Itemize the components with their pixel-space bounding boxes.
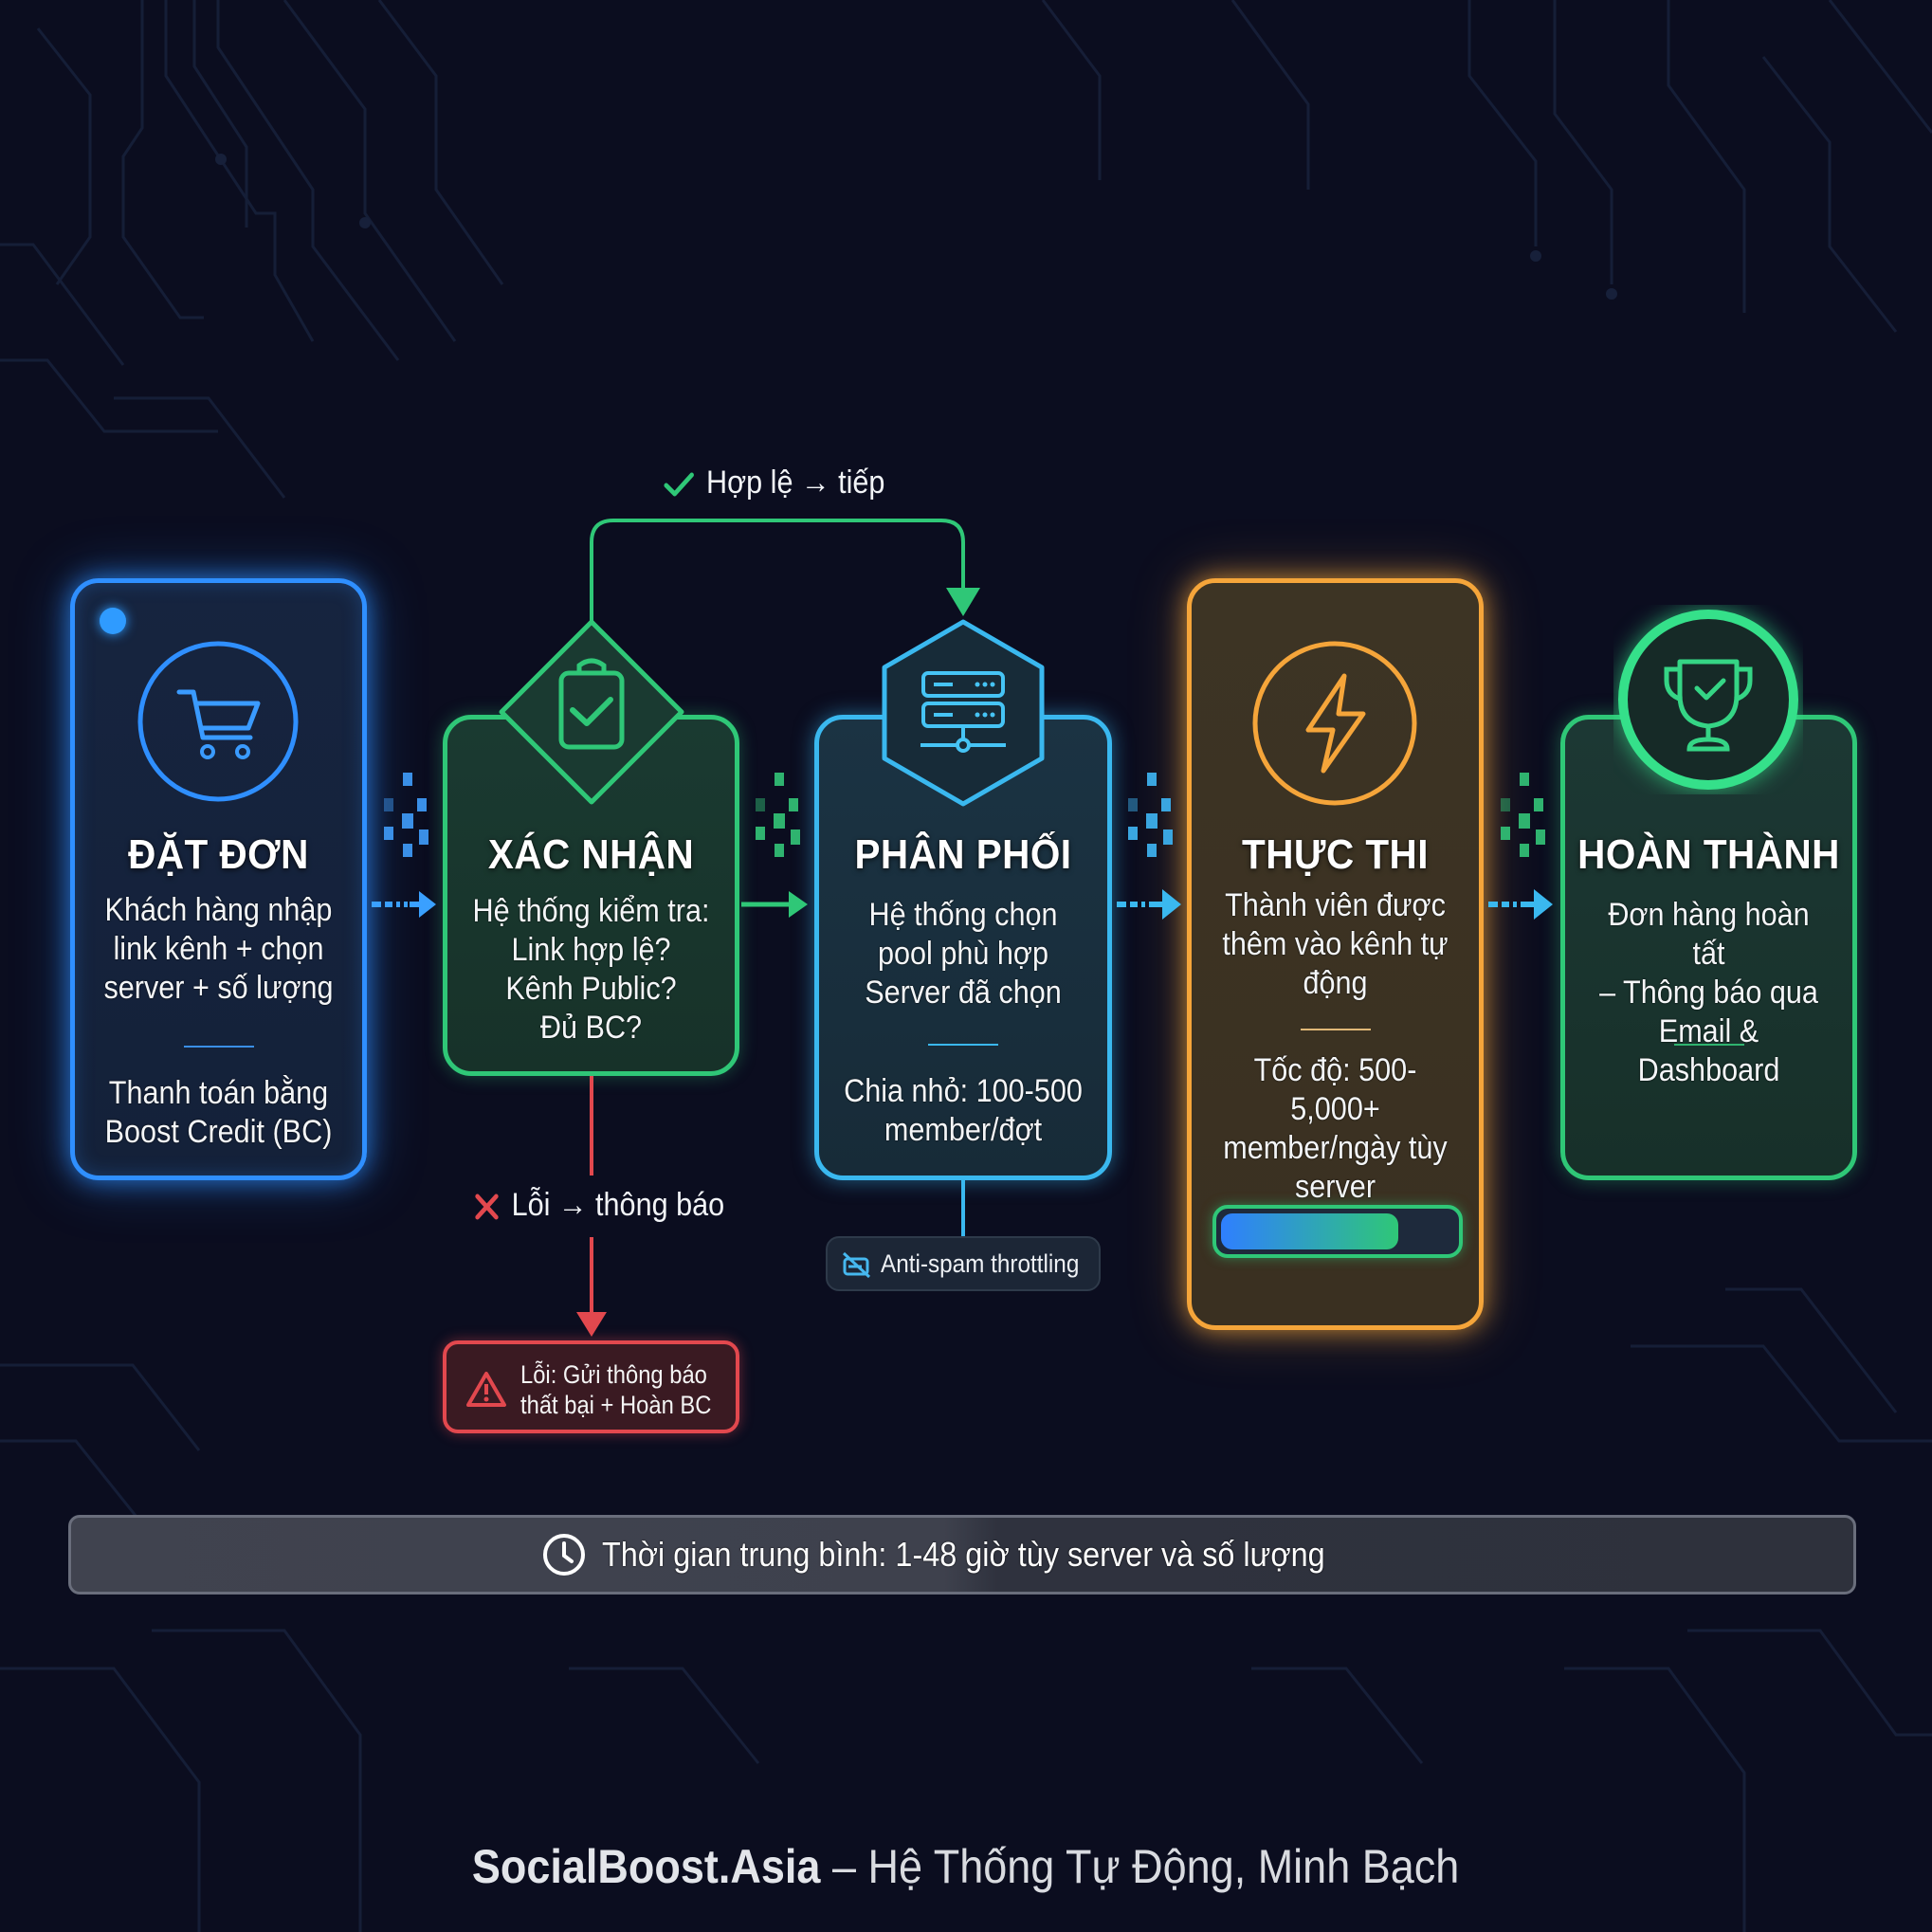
footer: SocialBoost.Asia – Hệ Thống Tự Động, Min… (0, 1839, 1932, 1894)
step-description: Hệ thống kiểm tra: Link hợp lệ? Kênh Pub… (472, 893, 710, 1046)
data-cluster-2 (756, 773, 800, 857)
step-card-hoan-thanh: HOÀN THÀNH Đơn hàng hoàn tất – Thông báo… (1560, 715, 1857, 1180)
lightning-icon (1252, 641, 1417, 806)
divider (1300, 1029, 1371, 1030)
step-title: ĐẶT ĐƠN (128, 831, 309, 878)
step-description: Thành viên được thêm vào kênh tự động (1222, 887, 1449, 1001)
error-branch-label: Lỗi → thông báo (474, 1187, 724, 1224)
step-detail: Thanh toán bằng Boost Credit (BC) (104, 1075, 333, 1150)
status-dot (100, 608, 126, 634)
step-title: PHÂN PHỐI (854, 831, 1072, 878)
warning-triangle-icon (466, 1372, 506, 1407)
data-cluster-4 (1501, 773, 1545, 857)
step-card-thuc-thi: THỰC THI Thành viên được thêm vào kênh t… (1187, 578, 1484, 1330)
step-description: Khách hàng nhập link kênh + chọn server … (103, 892, 334, 1006)
step-description: Hệ thống chọn pool phù hợp Server đã chọ… (865, 897, 1062, 1011)
data-cluster-3 (1128, 773, 1173, 857)
progress-fill (1221, 1213, 1398, 1249)
divider (1673, 1044, 1744, 1046)
step-detail: Tốc độ: 500-5,000+ member/ngày tùy serve… (1223, 1052, 1448, 1205)
footer-tagline: Hệ Thống Tự Động, Minh Bạch (867, 1840, 1460, 1893)
data-cluster-1 (384, 773, 428, 857)
average-time-text: Thời gian trung bình: 1-48 giờ tùy serve… (602, 1535, 1325, 1574)
error-notice-box: Lỗi: Gửi thông báo thất bại + Hoàn BC (443, 1340, 739, 1433)
error-notice-text: Lỗi: Gửi thông báo thất bại + Hoàn BC (520, 1360, 712, 1419)
step-detail: Chia nhỏ: 100-500 member/đợt (844, 1073, 1083, 1148)
arrow-2-3 (741, 891, 808, 918)
checkmark-icon (664, 472, 694, 497)
valid-branch-label: Hợp lệ → tiếp (664, 465, 884, 501)
anti-spam-text: Anti-spam throttling (881, 1249, 1080, 1278)
throttle-icon (842, 1251, 871, 1279)
arrow-4-5 (1488, 889, 1553, 920)
valid-branch-text: Hợp lệ → tiếp (706, 465, 885, 501)
step-title: HOÀN THÀNH (1577, 831, 1840, 878)
trophy-check-icon (1618, 610, 1798, 790)
step-title: THỰC THI (1242, 831, 1429, 878)
anti-spam-badge: Anti-spam throttling (826, 1236, 1101, 1291)
shopping-cart-icon (137, 641, 299, 802)
clipboard-check-icon (499, 619, 684, 805)
clock-icon (543, 1534, 585, 1576)
average-time-bar: Thời gian trung bình: 1-48 giờ tùy serve… (68, 1515, 1856, 1595)
step-title: XÁC NHẬN (487, 831, 695, 878)
x-icon (475, 1194, 499, 1220)
footer-brand: SocialBoost.Asia (472, 1840, 821, 1893)
step-card-dat-don: ĐẶT ĐƠN Khách hàng nhập link kênh + chọn… (70, 578, 367, 1180)
footer-separator: – (820, 1840, 868, 1893)
server-icon (882, 619, 1045, 807)
error-branch-text: Lỗi → thông báo (511, 1187, 725, 1223)
divider (928, 1044, 998, 1046)
arrow-3-4 (1117, 889, 1181, 920)
divider (183, 1046, 254, 1048)
progress-bar (1212, 1205, 1463, 1258)
step-description: Đơn hàng hoàn tất – Thông báo qua Email … (1599, 897, 1818, 1088)
arrow-1-2 (372, 891, 436, 918)
